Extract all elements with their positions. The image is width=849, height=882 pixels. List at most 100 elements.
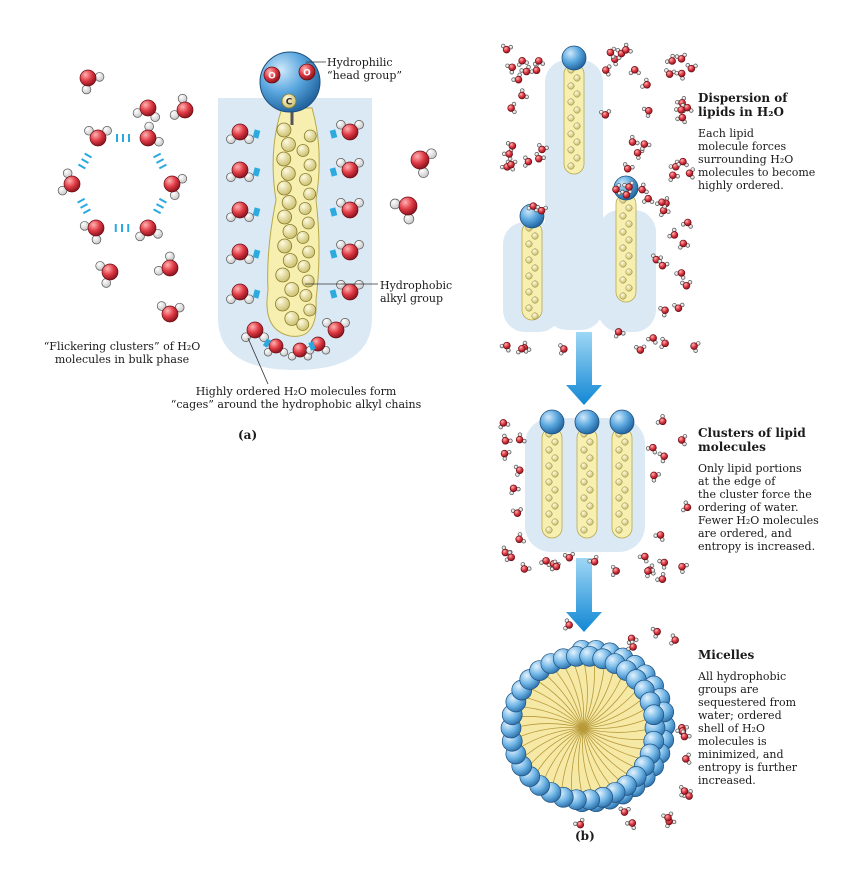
carbon-atom [300, 290, 312, 302]
oxygen-atom [629, 139, 636, 146]
oxygen-atom [508, 554, 515, 561]
water-molecule [502, 151, 512, 161]
water-molecule [642, 195, 653, 203]
carbon-atom [581, 463, 587, 469]
oxygen-atom [659, 199, 666, 206]
carbon-atom [298, 261, 310, 273]
oxygen-atom [516, 467, 523, 474]
oxygen-atom [514, 510, 521, 517]
water-molecule [658, 452, 668, 463]
water-molecule [686, 63, 697, 72]
water-molecule [681, 501, 690, 512]
carbon-atom [620, 229, 626, 235]
hbond-dash [156, 204, 163, 208]
hydrogen-bond [331, 250, 337, 259]
oxygen-atom [525, 158, 532, 165]
water-molecule [655, 199, 666, 208]
oxygen-atom [666, 71, 673, 78]
water-molecule [390, 197, 417, 224]
lipid-molecule [610, 410, 634, 538]
hbond-dash [159, 165, 166, 169]
water-molecule [675, 70, 685, 80]
carbon-atom [546, 527, 552, 533]
oxygen-atom [651, 472, 658, 479]
lipid-head [540, 410, 564, 434]
water-molecule [499, 420, 510, 429]
oxygen-atom [644, 81, 651, 88]
hydrogen-bond [116, 224, 128, 232]
carbon-atom [546, 447, 552, 453]
water-molecule [665, 54, 675, 64]
oxygen-atom [684, 504, 691, 511]
carbon-atom [304, 159, 316, 171]
oxygen-atom [686, 170, 693, 177]
carbon-atom [568, 99, 574, 105]
hydrogen-bond [254, 208, 260, 217]
oxygen-atom [659, 262, 666, 269]
water-molecule [501, 450, 511, 460]
oxygen-atom [678, 107, 685, 114]
oxygen-atom [678, 437, 685, 444]
oxygen-atom [530, 203, 537, 210]
hydrogen-bond [254, 290, 260, 299]
oxygen-atom [232, 202, 248, 218]
oxygen-atom [535, 57, 542, 64]
oxygen-atom [293, 343, 307, 357]
oxygen-atom [538, 207, 545, 214]
oxygen-symbol: O [303, 69, 311, 79]
oxygen-atom [342, 124, 358, 140]
water-molecule [675, 53, 686, 62]
carbon-atom [626, 205, 632, 211]
oxygen-atom [566, 622, 573, 629]
carbon-atom [282, 196, 296, 210]
hydrogen-bond [154, 154, 167, 169]
water-molecule [80, 70, 104, 94]
hydrogen-bond [78, 199, 91, 213]
process-arrow [566, 332, 602, 405]
carbon-atom [622, 455, 628, 461]
carbon-atom [574, 123, 580, 129]
carbon-atom [281, 167, 295, 181]
carbon-atom [620, 277, 626, 283]
carbon-atom [283, 225, 297, 239]
oxygen-atom [516, 436, 523, 443]
hbond-dash [80, 204, 87, 208]
hydrogen-bond [254, 130, 260, 139]
oxygen-atom [669, 58, 676, 65]
carbon-atom [532, 297, 538, 303]
oxygen-atom [539, 146, 546, 153]
carbon-atom [552, 503, 558, 509]
step-title: Micelles [698, 648, 846, 662]
oxygen-atom [672, 637, 679, 644]
oxygen-atom [607, 49, 614, 56]
carbon-atom [568, 83, 574, 89]
oxygen-atom [621, 809, 628, 816]
carbon-atom [587, 455, 593, 461]
hydrogen-bond [331, 208, 337, 217]
oxygen-atom [602, 111, 609, 118]
oxygen-atom [650, 444, 657, 451]
carbon-atom [587, 487, 593, 493]
carbon-atom [278, 239, 292, 253]
carbon-atom [620, 245, 626, 251]
oxygen-atom [509, 142, 516, 149]
carbon-atom [622, 471, 628, 477]
carbon-atom [277, 152, 291, 166]
carbon-atom [616, 479, 622, 485]
carbon-atom [304, 188, 316, 200]
hydrogen-atom [92, 235, 101, 244]
carbon-atom [546, 495, 552, 501]
carbon-atom [300, 174, 312, 186]
oxygen-symbol: O [268, 72, 276, 82]
hbond-dash [154, 154, 161, 158]
water-molecule [658, 559, 668, 569]
hydrogen-bond [254, 250, 260, 259]
carbon-atom [304, 304, 316, 316]
carbon-atom [302, 275, 314, 287]
water-molecule [611, 565, 619, 576]
oxygen-atom [691, 343, 698, 350]
